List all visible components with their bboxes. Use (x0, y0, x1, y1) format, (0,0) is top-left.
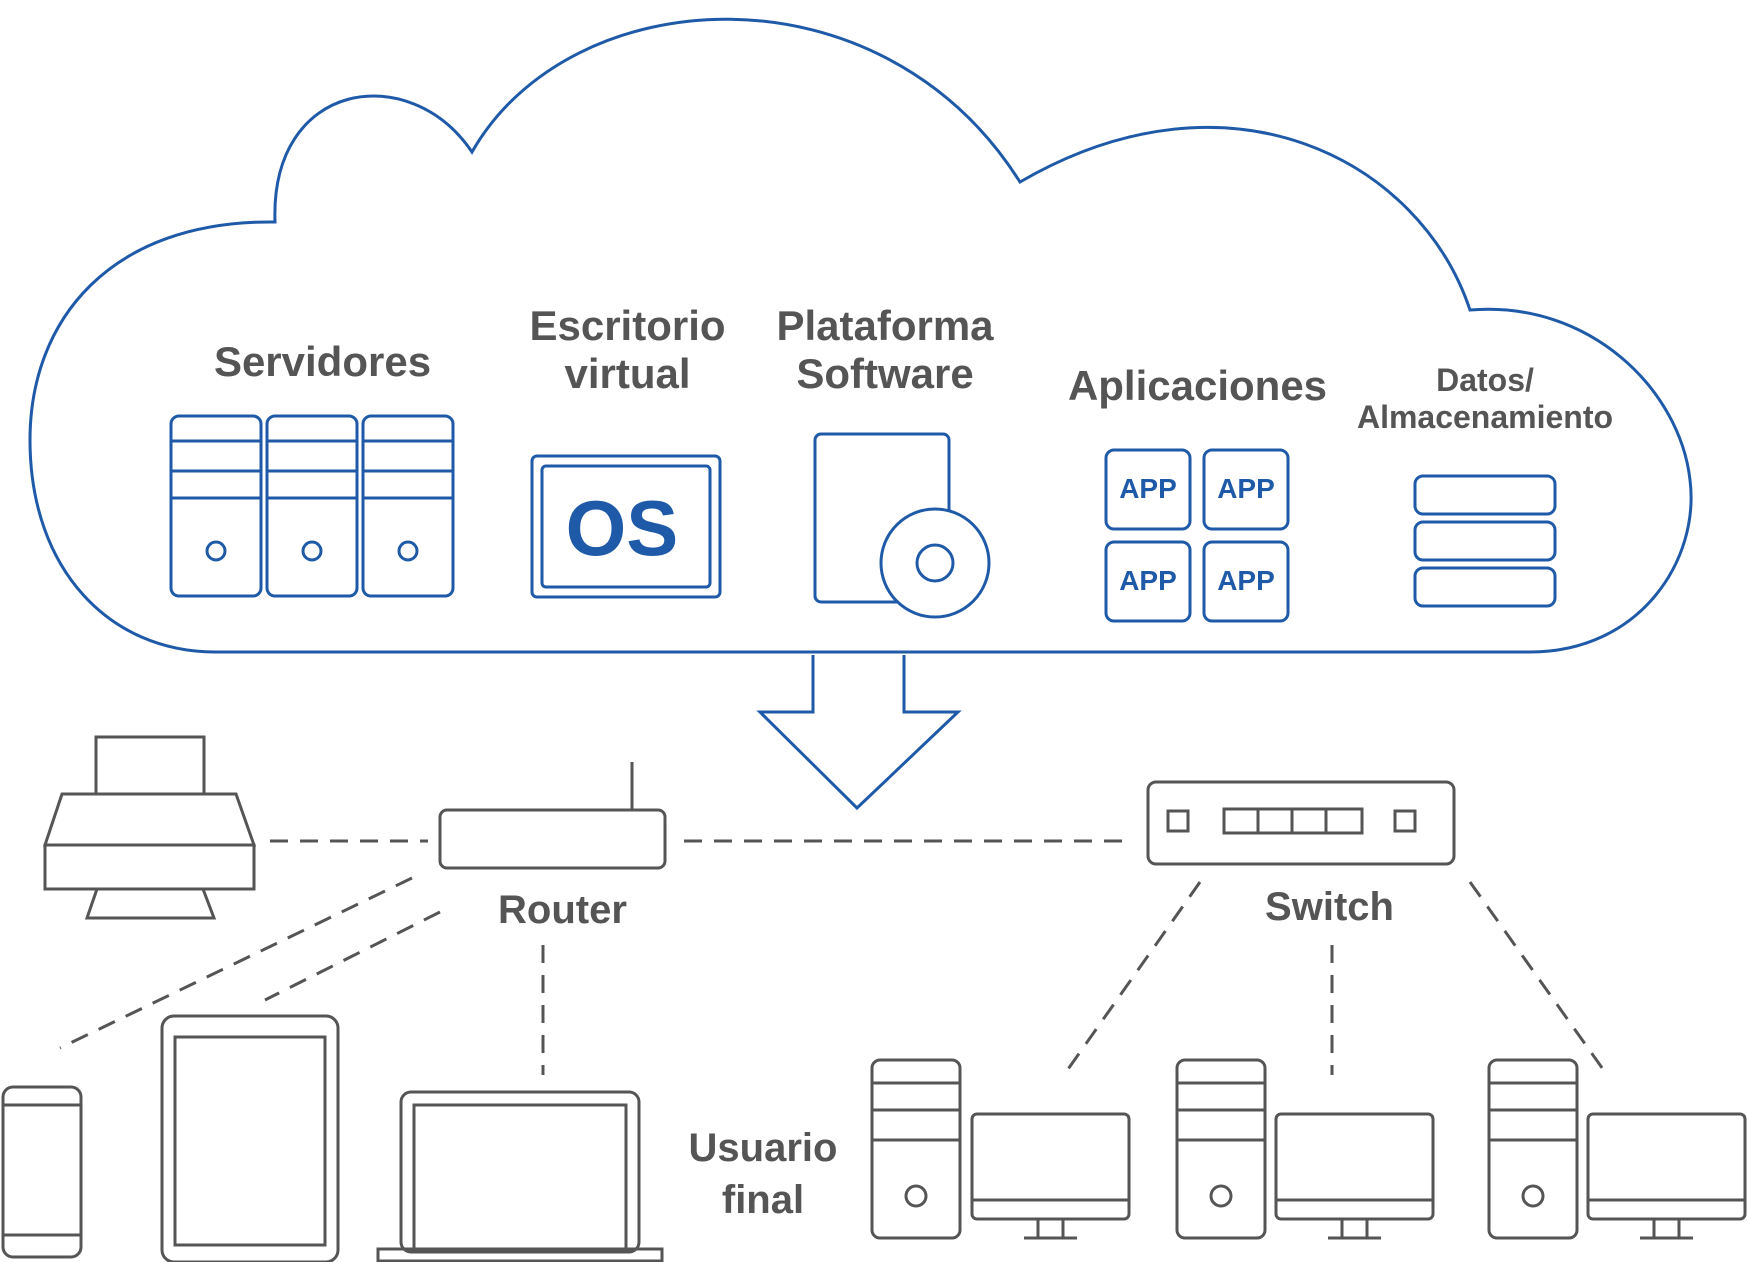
router-icon (438, 762, 667, 870)
end-user-label-line1: Usuario (688, 1126, 838, 1170)
servers-label: Servidores (213, 338, 432, 385)
switch-label: Switch (1265, 885, 1394, 929)
platform-software-label: Plataforma Software (755, 302, 1015, 399)
platform-label-line1: Plataforma (776, 302, 994, 349)
app-tile-icon: APP (1104, 448, 1192, 531)
disc-icon (879, 507, 991, 619)
platform-label-line2: Software (796, 350, 974, 398)
desktop-tower-icon (870, 1058, 962, 1240)
storage-label-line1: Datos/ (1436, 362, 1534, 398)
desktop-tower-icon (1487, 1058, 1579, 1240)
app-tile-icon: APP (1202, 448, 1290, 531)
arrow-down-icon (756, 655, 962, 811)
os-screen-icon (530, 454, 722, 599)
storage-label: Datos/ Almacenamiento (1335, 362, 1635, 436)
monitor-icon (1586, 1112, 1747, 1240)
app-tile-label: APP (1217, 473, 1275, 504)
desktop-computer-1 (870, 1058, 1131, 1240)
desktop-computer-3 (1487, 1058, 1747, 1240)
end-user-label: Usuario final (662, 1122, 864, 1226)
app-tile-label: APP (1119, 473, 1177, 504)
storage-label-line2: Almacenamiento (1356, 398, 1614, 435)
app-tile-icon: APP (1104, 540, 1192, 623)
cloud-outline (28, 17, 1693, 654)
storage-icon (1413, 474, 1557, 608)
app-tile-label: APP (1119, 565, 1177, 596)
app-tile-label: APP (1217, 565, 1275, 596)
os-badge: OS (566, 484, 679, 572)
app-tile-icon: APP (1202, 540, 1290, 623)
desktop-computer-2 (1175, 1058, 1435, 1240)
phone-icon (1, 1085, 83, 1259)
printer-icon (42, 735, 257, 920)
router-label: Router (498, 888, 627, 932)
desktop-tower-icon (1175, 1058, 1267, 1240)
switch-icon (1146, 780, 1456, 866)
app-grid: APP APP APP APP (1104, 448, 1290, 623)
virtual-desktop-label-line1: Escritorio (529, 302, 726, 349)
laptop-icon (376, 1090, 664, 1262)
monitor-icon (970, 1112, 1131, 1240)
network-connections (59, 839, 1607, 1075)
tablet-icon (160, 1014, 340, 1262)
virtual-desktop-label-line2: virtual (564, 350, 691, 398)
virtual-desktop-label: Escritorio virtual (505, 302, 750, 399)
end-user-label-line2: final (721, 1178, 805, 1222)
server-icon (169, 414, 455, 598)
monitor-icon (1274, 1112, 1435, 1240)
apps-label: Aplicaciones (1067, 362, 1328, 409)
